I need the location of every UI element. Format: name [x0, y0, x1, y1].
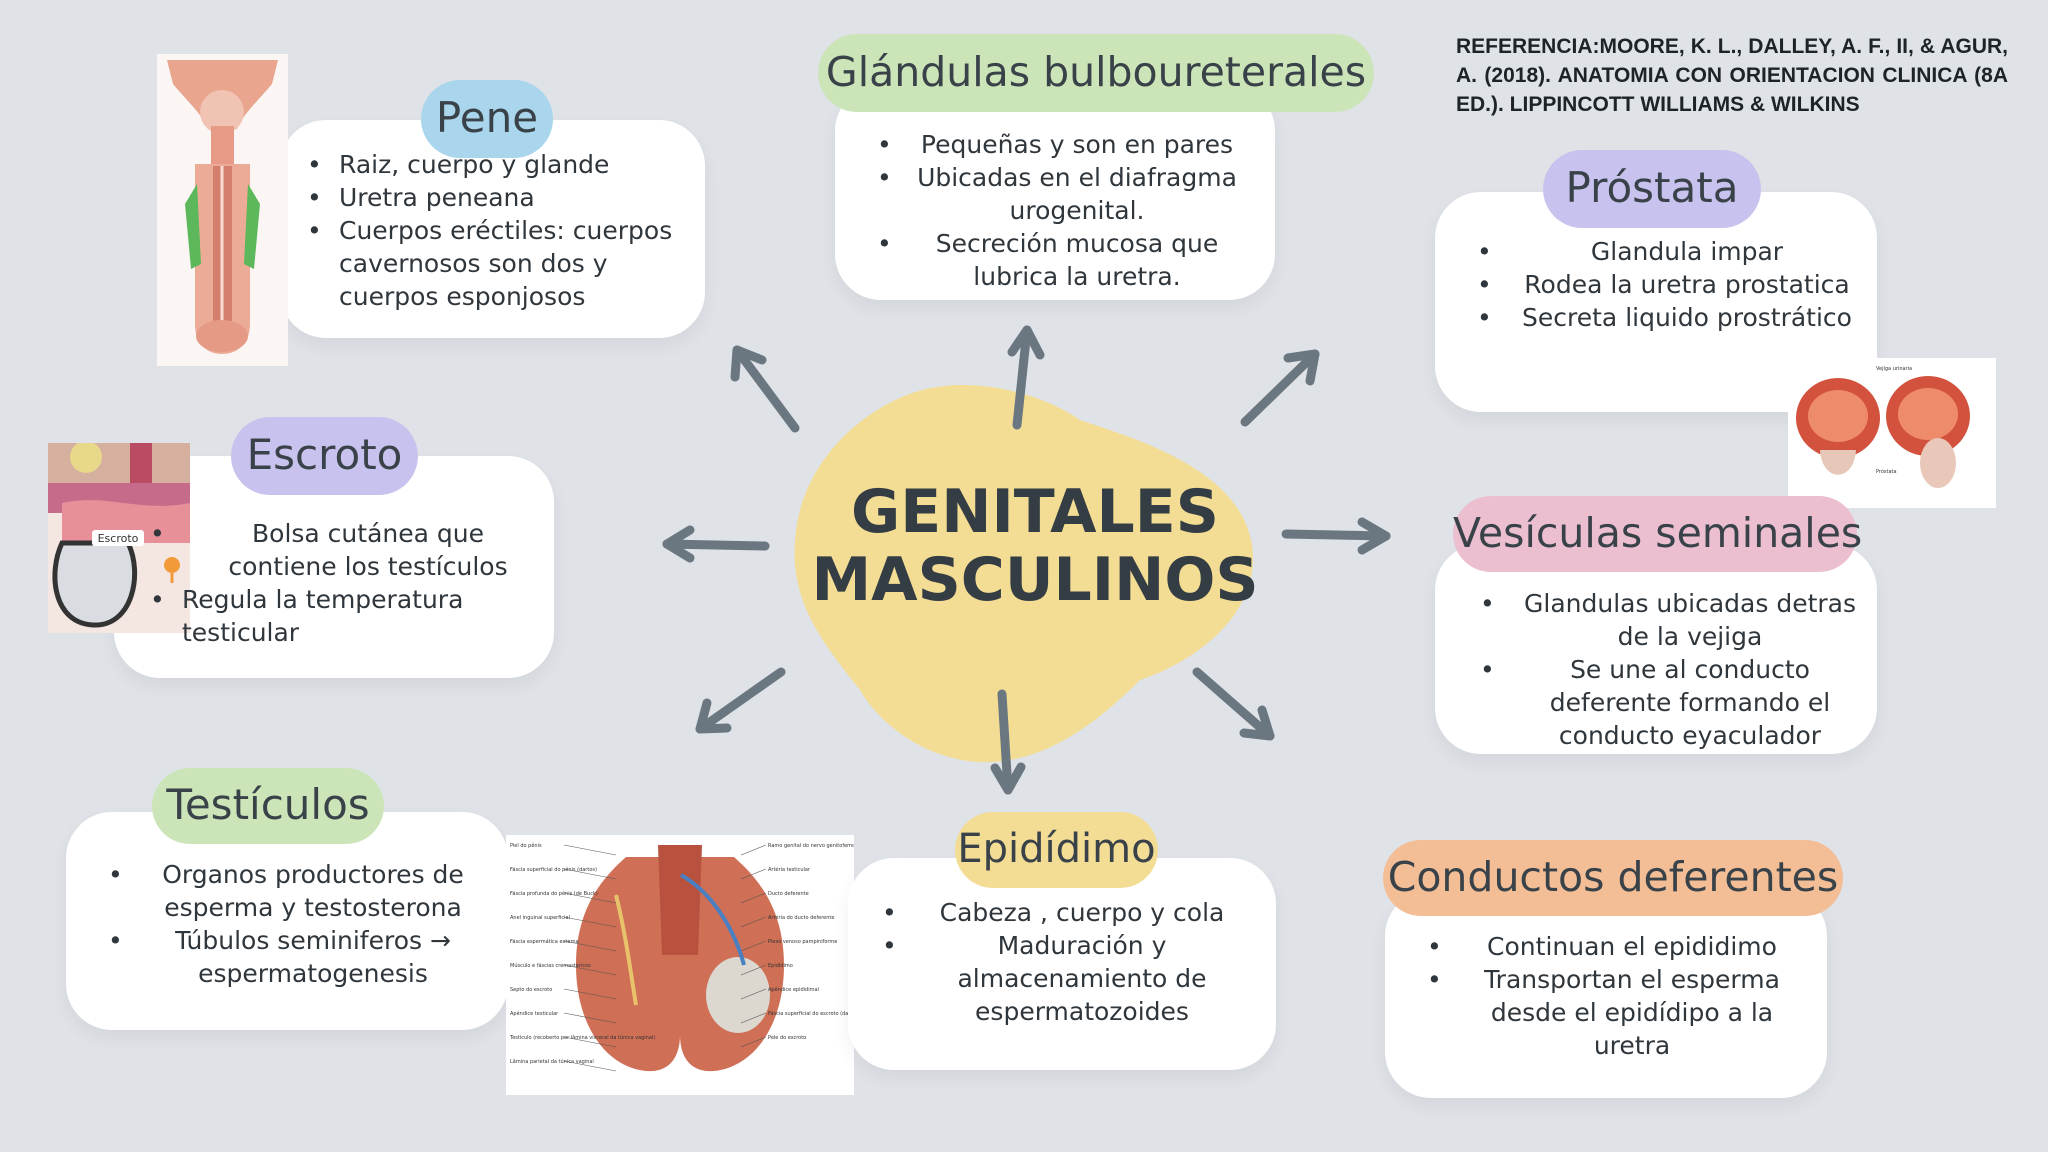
testis-leader-line [740, 844, 767, 856]
list-item: Transportan el esperma desde el epidídip… [1425, 963, 1805, 1062]
testis-leader-line [563, 1060, 617, 1072]
arrow-prostata [1240, 349, 1320, 427]
arrow-escroto [662, 525, 770, 563]
blob-shape [794, 385, 1254, 763]
reference-text: REFERENCIA:MOORE, K. L., DALLEY, A. F., … [1456, 35, 2008, 116]
image-testiculos: Piel do pênis Ramo genital do nervo genit… [506, 835, 854, 1095]
testis-label: Fáscia espermática externa [510, 938, 579, 945]
testis-leader-line [563, 940, 617, 952]
testis-leader-line [740, 892, 767, 904]
arrow-pene [730, 345, 800, 433]
testis-label: Fáscia superficial do pênis (dartos) [510, 866, 597, 873]
testis-label: Artéria testicular [768, 866, 811, 873]
testis-leader-line [563, 844, 617, 856]
central-title-line2: MASCULINOS [811, 545, 1259, 615]
testis-leader-line [740, 988, 767, 1000]
arrow-glandulas [1007, 325, 1045, 430]
list-item: Pequeñas y son en pares [875, 128, 1245, 161]
list-item: Secreción mucosa que lubrica la uretra. [875, 227, 1245, 293]
testis-label: Testículo (recoberto por lâmina visceral… [509, 1034, 655, 1041]
pill-conductos: Conductos deferentes [1383, 840, 1843, 916]
arrow-epididimo [990, 689, 1026, 795]
testis-labels: Piel do pênis Ramo genital do nervo genit… [509, 842, 854, 1072]
list-vesiculas: Glandulas ubicadas detras de la vejiga S… [1478, 587, 1868, 752]
testis-leader-line [563, 1012, 617, 1024]
testis-label: Apêndice epididimal [768, 986, 819, 993]
list-conductos: Continuan el epididimo Transportan el es… [1425, 930, 1805, 1062]
testis-leader-line [563, 1036, 617, 1048]
testis-leader-line [563, 916, 617, 928]
testis-leader-line [740, 940, 767, 952]
list-item: Bolsa cutánea que contiene los testículo… [148, 517, 538, 583]
list-glandulas: Pequeñas y son en pares Ubicadas en el d… [875, 128, 1245, 293]
testis-leader-line [740, 1012, 767, 1024]
testis-label: Anel inguinal superficial [510, 915, 570, 921]
list-pene: Raiz, cuerpo y glande Uretra peneana Cue… [305, 148, 685, 313]
image-prostata: Vejiga urinaria Próstata [1788, 358, 1996, 508]
testis-leader-line [563, 892, 617, 904]
list-item: Se une al conducto deferente formando el… [1478, 653, 1868, 752]
label-vejiga: Vejiga urinaria [1876, 366, 1912, 372]
label-escroto: Escroto [98, 532, 139, 545]
testis-leader-line [563, 868, 617, 880]
pill-testiculos: Testículos [152, 768, 384, 844]
pill-glandulas: Glándulas bulboureterales [818, 34, 1374, 112]
testis-label: Fáscia profunda do pênis (de Buck) [510, 890, 598, 897]
list-item: Raiz, cuerpo y glande [305, 148, 685, 181]
testis-leader-line [740, 964, 767, 976]
testis-label: Apêndice testicular [510, 1010, 559, 1017]
testis-label: Pele do escroto [768, 1035, 806, 1041]
testis-label: Ducto deferente [768, 891, 809, 897]
central-title-line1: GENITALES [851, 477, 1219, 547]
pill-vesiculas: Vesículas seminales [1453, 496, 1862, 572]
list-item: Regula la temperatura testicular [148, 583, 538, 649]
pill-epididimo: Epidídimo [955, 812, 1158, 888]
testis-label: Plexo venoso pampiniforme [768, 939, 837, 945]
testis-leader-line [740, 868, 767, 880]
list-item: Secreta liquido prostrático [1475, 301, 1865, 334]
list-item: Continuan el epididimo [1425, 930, 1805, 963]
arrow-testiculos [695, 667, 786, 734]
testis-label: Septo do escroto [510, 987, 552, 993]
testis-label: Artéria do ducto deferente [768, 914, 834, 921]
arrow-conductos [1192, 667, 1275, 741]
arrow-vesiculas [1281, 517, 1391, 555]
testis-label: Ramo genital do nervo genitofemoral [768, 843, 854, 849]
list-item: Cuerpos eréctiles: cuerpos cavernosos so… [305, 214, 685, 313]
list-escroto: Bolsa cutánea que contiene los testículo… [148, 517, 538, 649]
central-title: GENITALES MASCULINOS [800, 478, 1270, 614]
testis-label: Fáscia superficial do escroto (dartos) [768, 1010, 854, 1017]
pill-escroto: Escroto [231, 417, 418, 495]
list-item: Cabeza , cuerpo y cola [880, 896, 1250, 929]
testis-leader-line [740, 916, 767, 928]
testis-leader-line [740, 1036, 767, 1048]
testis-label: Piel do pênis [510, 842, 542, 849]
testis-leader-line [563, 964, 617, 976]
testis-label: Lâmina parietal da túnica vaginal [510, 1058, 594, 1065]
list-item: Rodea la uretra prostatica [1475, 268, 1865, 301]
list-item: Ubicadas en el diafragma urogenital. [875, 161, 1245, 227]
list-item: Maduración y almacenamiento de espermato… [880, 929, 1250, 1028]
image-pene [157, 54, 288, 366]
list-item: Organos productores de esperma y testost… [106, 858, 486, 924]
list-item: Uretra peneana [305, 181, 685, 214]
pill-pene: Pene [421, 80, 553, 158]
list-item: Túbulos seminiferos → espermatogenesis [106, 924, 486, 990]
testis-label: Músculo e fáscias cremastéricos [510, 962, 591, 969]
list-item: Glandulas ubicadas detras de la vejiga [1478, 587, 1868, 653]
list-prostata: Glandula impar Rodea la uretra prostatic… [1475, 235, 1865, 334]
label-prostata: Próstata [1876, 468, 1897, 475]
testis-leader-line [563, 988, 617, 1000]
pill-prostata: Próstata [1543, 150, 1761, 228]
testis-label: Epidídimo [768, 962, 793, 969]
list-testiculos: Organos productores de esperma y testost… [106, 858, 486, 990]
list-epididimo: Cabeza , cuerpo y cola Maduración y alma… [880, 896, 1250, 1028]
list-item: Glandula impar [1475, 235, 1865, 268]
